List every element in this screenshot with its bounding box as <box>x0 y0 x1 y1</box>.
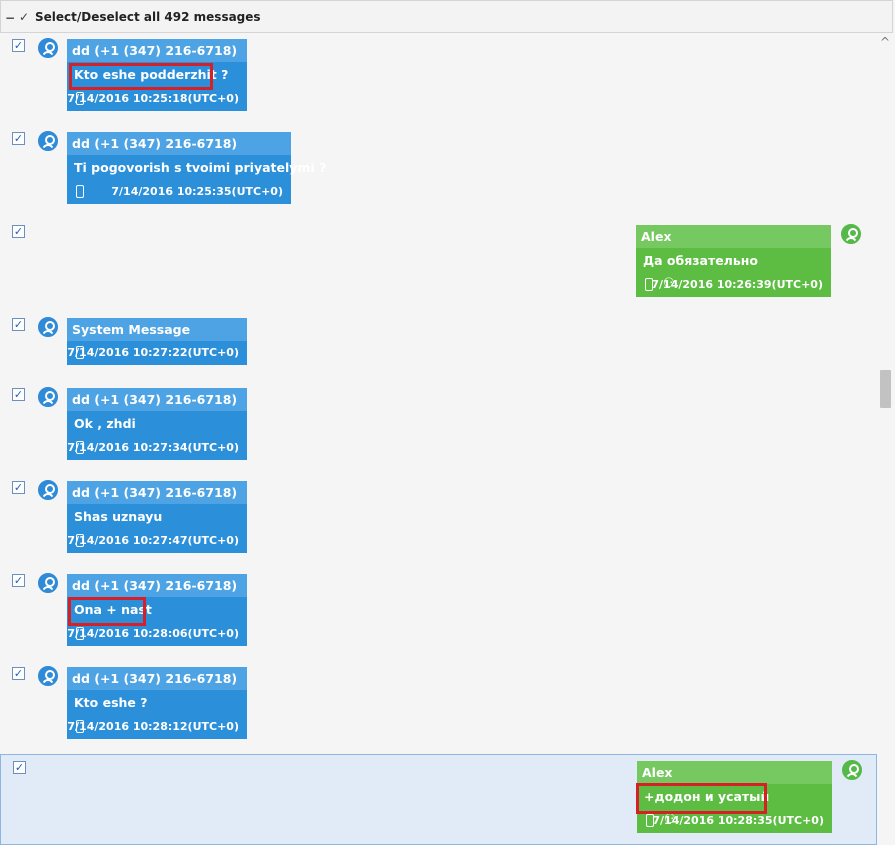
message-checkbox[interactable]: ✓ <box>12 318 25 331</box>
message-text: Да обязательно <box>643 253 758 268</box>
message-sender: dd (+1 (347) 216-6718) <box>67 132 291 155</box>
highlight-box <box>636 783 767 814</box>
message-checkbox[interactable]: ✓ <box>13 761 26 774</box>
select-all-toolbar: − ✓ Select/Deselect all 492 messages <box>0 0 893 33</box>
message-footer: ⚇7/14/2016 10:28:35(UTC+0) <box>637 809 832 833</box>
message-sender: dd (+1 (347) 216-6718) <box>67 667 247 690</box>
group-icon: ⚇ <box>663 276 675 291</box>
phone-icon <box>76 346 84 359</box>
message-timestamp: 7/14/2016 10:28:06(UTC+0) <box>67 627 239 640</box>
phone-icon <box>645 278 653 291</box>
outgoing-message-bubble: Alex Да обязательно ⚇7/14/2016 10:26:39(UT… <box>636 225 831 297</box>
message-footer: 7/14/2016 10:28:12(UTC+0) <box>67 715 247 739</box>
message-timestamp: 7/14/2016 10:27:34(UTC+0) <box>67 441 239 454</box>
message-footer: 7/14/2016 10:27:34(UTC+0) <box>67 436 247 460</box>
message-timestamp: 7/14/2016 10:28:35(UTC+0) <box>652 814 824 827</box>
message-checkbox[interactable]: ✓ <box>12 388 25 401</box>
avatar-icon <box>38 131 58 151</box>
message-text: +додон и усатый <box>644 789 770 804</box>
message-footer: 7/14/2016 10:25:18(UTC+0) <box>67 87 247 111</box>
phone-icon <box>646 814 654 827</box>
message-checkbox[interactable]: ✓ <box>12 225 25 238</box>
message-row[interactable]: ✓ dd (+1 (347) 216-6718) Kto eshe podderzh… <box>0 33 877 127</box>
avatar-icon <box>38 480 58 500</box>
select-all-label[interactable]: Select/Deselect all 492 messages <box>35 10 261 24</box>
message-footer: ⚇7/14/2016 10:26:39(UTC+0) <box>636 273 831 297</box>
incoming-message-bubble: dd (+1 (347) 216-6718) Ti pogovorish s tv… <box>67 132 327 204</box>
message-text: Ona + nast <box>74 602 152 617</box>
message-timestamp: 7/14/2016 10:28:12(UTC+0) <box>67 720 239 733</box>
message-text: Ok , zhdi <box>74 416 136 431</box>
message-checkbox[interactable]: ✓ <box>12 39 25 52</box>
incoming-message-bubble: dd (+1 (347) 216-6718) Ona + nast 7/14/201… <box>67 574 247 646</box>
message-sender: dd (+1 (347) 216-6718) <box>67 574 247 597</box>
scrollbar-thumb[interactable] <box>880 370 891 408</box>
phone-icon <box>76 92 84 105</box>
avatar-icon <box>842 760 862 780</box>
avatar-icon <box>38 387 58 407</box>
checkmark-icon[interactable]: ✓ <box>19 10 30 24</box>
outgoing-message-bubble: Alex +додон и усатый ⚇7/14/2016 10:28:35(U… <box>637 761 832 833</box>
message-row[interactable]: ✓ dd (+1 (347) 216-6718) Kto eshe ? 7/14/20… <box>0 661 877 754</box>
phone-icon <box>76 534 84 547</box>
message-footer: 7/14/2016 10:27:22(UTC+0) <box>67 341 247 365</box>
phone-icon <box>76 627 84 640</box>
message-row[interactable]: ✓ dd (+1 (347) 216-6718) Ti pogovorish s t… <box>0 126 877 220</box>
message-text: Ti pogovorish s tvoimi priyatelymi ? <box>74 160 327 175</box>
phone-icon <box>76 720 84 733</box>
incoming-message-bubble: dd (+1 (347) 216-6718) Kto eshe ? 7/14/201… <box>67 667 247 739</box>
message-footer: 7/14/2016 10:25:35(UTC+0) <box>67 180 291 204</box>
message-sender: Alex <box>636 225 831 248</box>
message-timestamp: 7/14/2016 10:25:18(UTC+0) <box>67 92 239 105</box>
message-row[interactable]: ✓ System Message 7/14/2016 10:27:22(UTC+0) <box>0 312 877 382</box>
avatar-icon <box>38 573 58 593</box>
phone-icon <box>76 441 84 454</box>
message-row[interactable]: ✓ Alex +додон и усатый ⚇7/14/2016 10:28:35(… <box>0 754 877 845</box>
message-timestamp: 7/14/2016 10:25:35(UTC+0) <box>111 185 283 198</box>
avatar-icon <box>38 38 58 58</box>
avatar-icon <box>841 224 861 244</box>
message-row[interactable]: ✓ Alex Да обязательно ⚇7/14/2016 10:26:39(U… <box>0 219 877 312</box>
message-sender: Alex <box>637 761 832 784</box>
message-row[interactable]: ✓ dd (+1 (347) 216-6718) Ona + nast 7/14/20… <box>0 568 877 661</box>
message-checkbox[interactable]: ✓ <box>12 667 25 680</box>
message-row[interactable]: ✓ dd (+1 (347) 216-6718) Ok , zhdi 7/14/201… <box>0 382 877 475</box>
message-checkbox[interactable]: ✓ <box>12 132 25 145</box>
message-footer: 7/14/2016 10:28:06(UTC+0) <box>67 622 247 646</box>
incoming-message-bubble: dd (+1 (347) 216-6718) Ok , zhdi 7/14/2016… <box>67 388 247 460</box>
message-timestamp: 7/14/2016 10:27:47(UTC+0) <box>67 534 239 547</box>
message-timestamp: 7/14/2016 10:26:39(UTC+0) <box>651 278 823 291</box>
phone-icon <box>76 185 84 198</box>
message-sender: dd (+1 (347) 216-6718) <box>67 39 247 62</box>
message-text: Shas uznayu <box>74 509 163 524</box>
incoming-message-bubble: System Message 7/14/2016 10:27:22(UTC+0) <box>67 318 247 365</box>
avatar-icon <box>38 317 58 337</box>
message-text: Kto eshe ? <box>74 695 148 710</box>
incoming-message-bubble: dd (+1 (347) 216-6718) Kto eshe podderzhi… <box>67 39 247 111</box>
highlight-box <box>69 63 213 90</box>
incoming-message-bubble: dd (+1 (347) 216-6718) Shas uznayu 7/14/20… <box>67 481 247 553</box>
message-row[interactable]: ✓ dd (+1 (347) 216-6718) Shas uznayu 7/14/2… <box>0 475 877 568</box>
message-checkbox[interactable]: ✓ <box>12 481 25 494</box>
message-text: Kto eshe podderzhit ? <box>74 67 229 82</box>
message-list: ✓ dd (+1 (347) 216-6718) Kto eshe podderzh… <box>0 33 877 845</box>
message-footer: 7/14/2016 10:27:47(UTC+0) <box>67 529 247 553</box>
collapse-icon[interactable]: − <box>5 11 16 25</box>
scroll-up-arrow-icon[interactable]: ^ <box>879 35 891 49</box>
message-timestamp: 7/14/2016 10:27:22(UTC+0) <box>67 346 239 359</box>
message-sender: System Message <box>67 318 247 341</box>
message-sender: dd (+1 (347) 216-6718) <box>67 388 247 411</box>
message-checkbox[interactable]: ✓ <box>12 574 25 587</box>
group-icon: ⚇ <box>664 812 676 827</box>
avatar-icon <box>38 666 58 686</box>
message-sender: dd (+1 (347) 216-6718) <box>67 481 247 504</box>
highlight-box <box>68 597 146 626</box>
